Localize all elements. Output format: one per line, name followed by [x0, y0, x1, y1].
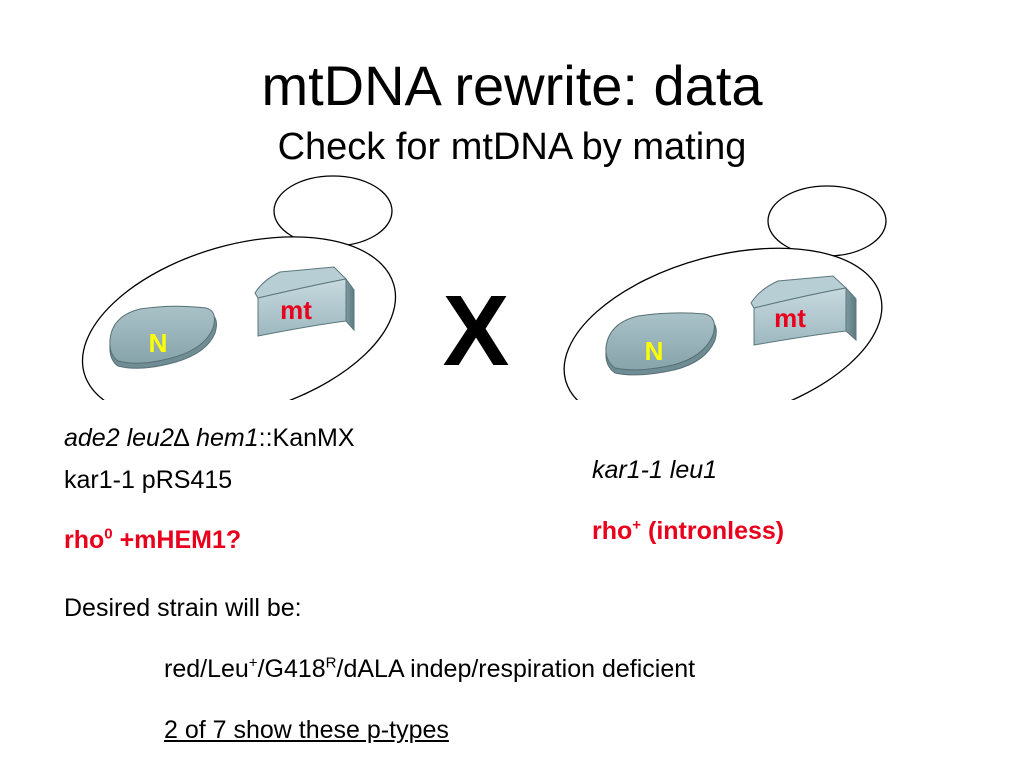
- left-rho-sup: 0: [104, 525, 113, 543]
- desired-intro: Desired strain will be:: [64, 594, 302, 622]
- desired-result: 2 of 7 show these p-types: [164, 716, 449, 744]
- left-rho-status: rho0 +mHEM1?: [64, 524, 241, 556]
- left-rho-rest: +mHEM1?: [119, 526, 242, 554]
- phenotype-part-1: red/Leu: [164, 655, 249, 683]
- right-mito-label: mt: [774, 303, 806, 333]
- right-rho-base: rho: [592, 517, 633, 545]
- mating-diagram: mt N X mt N: [81, 175, 887, 400]
- gene-leu2: leu2: [126, 424, 174, 452]
- phenotype-part-3: /dALA indep/respiration deficient: [336, 655, 696, 683]
- desired-phenotypes: red/Leu+/G418R/dALA indep/respiration de…: [164, 653, 695, 685]
- left-bud-icon: [273, 175, 393, 247]
- right-rho-sup: +: [632, 516, 642, 534]
- right-nucleus-icon: [605, 312, 717, 376]
- right-rho-rest: (intronless): [648, 517, 785, 545]
- left-cell: mt N: [81, 175, 397, 400]
- gene-ade2: ade2: [64, 424, 120, 452]
- right-rho-status: rho+ (intronless): [592, 515, 784, 547]
- right-genotype-line-1: kar1-1 leu1: [592, 454, 717, 486]
- cross-symbol: X: [443, 275, 510, 387]
- left-genotype-line-1: ade2 leu2∆ hem1::KanMX: [64, 422, 355, 454]
- slide-subtitle: Check for mtDNA by mating: [277, 126, 747, 168]
- right-mito-icon: [750, 275, 857, 346]
- gene-hem1: hem1: [196, 424, 259, 452]
- left-mito-label: mt: [280, 295, 312, 325]
- left-nucleus-label: N: [149, 328, 168, 358]
- phenotype-part-2: /G418: [257, 655, 326, 683]
- right-cell: mt N: [563, 185, 887, 400]
- delta-symbol: ∆: [173, 424, 190, 452]
- left-mito-icon: [254, 266, 355, 337]
- left-genotype-line-2: kar1-1 pRS415: [64, 466, 233, 494]
- left-rho-base: rho: [64, 526, 105, 554]
- right-nucleus-label: N: [645, 336, 664, 366]
- right-bud-icon: [767, 185, 887, 257]
- right-genotype-text: kar1-1 leu1: [592, 456, 718, 484]
- left-nucleus-icon: [109, 305, 217, 369]
- phenotype-sup-2: R: [325, 654, 337, 672]
- slide-title: mtDNA rewrite: data: [261, 54, 763, 117]
- phenotype-sup-1: +: [248, 654, 258, 672]
- kanmx-marker: ::KanMX: [258, 424, 355, 452]
